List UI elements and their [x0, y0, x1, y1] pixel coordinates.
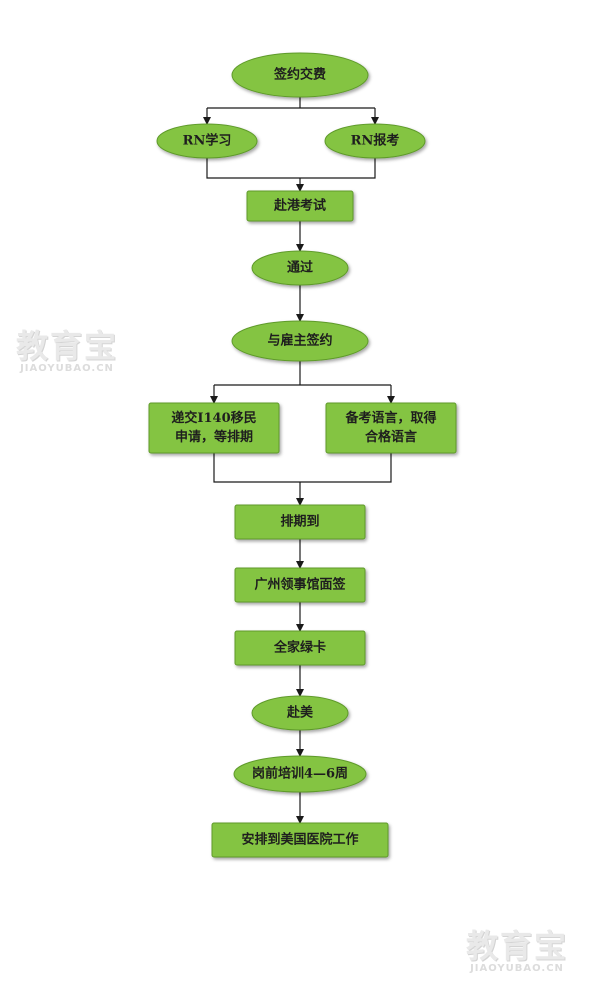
node-label: 申请，等排期 — [175, 429, 253, 445]
flow-node: 与雇主签约 — [231, 320, 369, 362]
node-label: RN学习 — [183, 133, 232, 149]
node-ellipse — [251, 695, 349, 731]
node-label: 递交I140移民 — [171, 410, 256, 426]
flow-node: 赴港考试 — [246, 190, 354, 222]
node-label: 赴港考试 — [273, 198, 326, 214]
node-label: 安排到美国医院工作 — [241, 832, 358, 848]
node-label: 广州领事馆面签 — [254, 577, 346, 593]
node-ellipse — [324, 123, 426, 159]
node-label: 全家绿卡 — [273, 640, 326, 656]
node-ellipse — [251, 250, 349, 286]
flow-node: RN学习 — [156, 123, 258, 159]
flow-node: 赴美 — [251, 695, 349, 731]
node-label: 备考语言，取得 — [344, 410, 436, 426]
node-ellipse — [231, 320, 369, 362]
node-ellipse — [233, 755, 367, 793]
node-box — [234, 504, 366, 540]
connector-line — [213, 453, 392, 483]
node-box — [211, 822, 389, 858]
flow-node: 安排到美国医院工作 — [211, 822, 389, 858]
node-box — [234, 567, 366, 603]
flow-node: 岗前培训4—6周 — [233, 755, 367, 793]
watermark-brand: 教育宝 — [16, 327, 119, 365]
node-label: 排期到 — [280, 514, 319, 530]
watermark-left: 教育宝 JIAOYUBAO.CN — [16, 330, 118, 374]
watermark-brand: 教育宝 — [466, 927, 569, 965]
node-label: 通过 — [287, 260, 313, 276]
node-box — [325, 402, 457, 454]
node-label: 赴美 — [286, 705, 314, 721]
flow-node: 通过 — [251, 250, 349, 286]
node-label: 签约交费 — [273, 67, 326, 83]
flow-node: 全家绿卡 — [234, 630, 366, 666]
node-label: 合格语言 — [365, 429, 417, 445]
connectors — [203, 97, 395, 824]
node-label: RN报考 — [351, 133, 400, 149]
watermark-domain: JIAOYUBAO.CN — [20, 363, 114, 374]
flow-node: 排期到 — [234, 504, 366, 540]
node-label: 岗前培训4—6周 — [252, 766, 348, 782]
flow-node: 签约交费 — [231, 52, 369, 98]
node-ellipse — [231, 52, 369, 98]
watermark-domain: JIAOYUBAO.CN — [470, 963, 564, 974]
node-box — [148, 402, 280, 454]
flow-node: 广州领事馆面签 — [234, 567, 366, 603]
node-box — [246, 190, 354, 222]
flow-node: RN报考 — [324, 123, 426, 159]
watermark-right: 教育宝 JIAOYUBAO.CN — [466, 930, 568, 974]
node-label: 与雇主签约 — [267, 333, 332, 349]
connector-line — [206, 158, 376, 179]
node-ellipse — [156, 123, 258, 159]
node-box — [234, 630, 366, 666]
